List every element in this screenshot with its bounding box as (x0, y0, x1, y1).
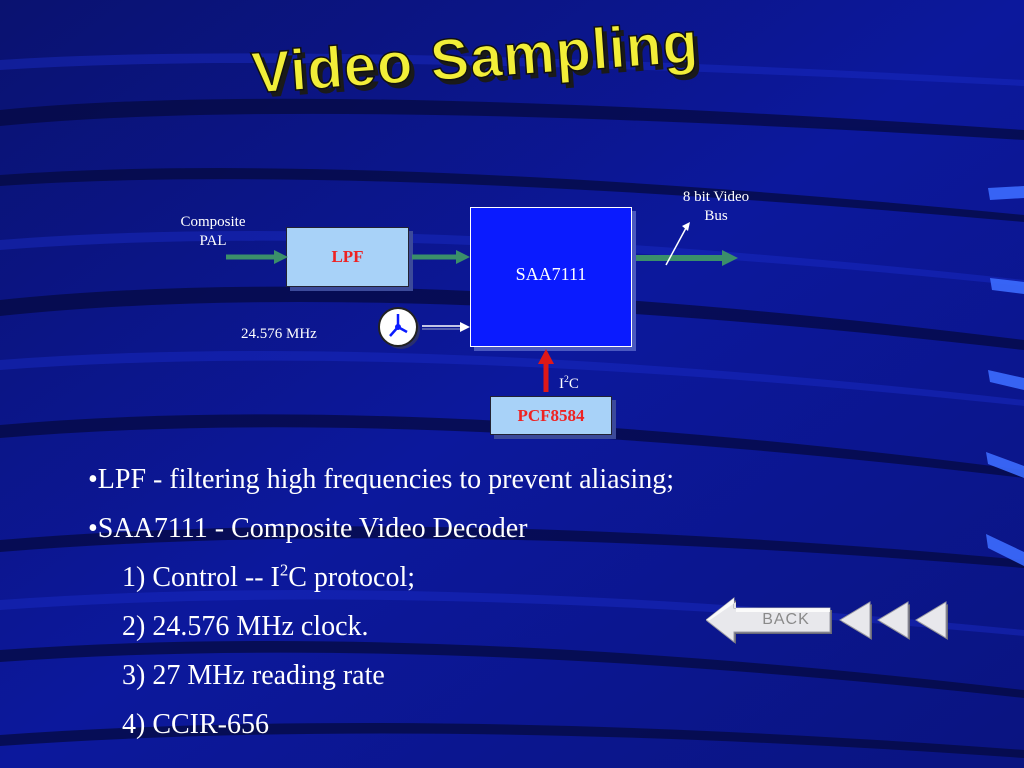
bullet-clock: 2) 24.576 MHz clock. (122, 611, 369, 642)
previous-slide-button[interactable] (838, 600, 874, 642)
previous-section-button[interactable] (876, 600, 912, 642)
prev-arrow-icon (839, 601, 872, 640)
decoder-block: SAA7111 (470, 207, 632, 347)
prev-arrow-icon (877, 601, 910, 640)
prev-arrow-icon (915, 601, 948, 640)
back-button[interactable]: BACK (705, 596, 836, 646)
back-button-label: BACK (762, 611, 810, 628)
back-arrow-icon (705, 596, 832, 644)
first-slide-button[interactable] (914, 600, 950, 642)
decoder-label: SAA7111 (515, 263, 587, 284)
bullet-list: •LPF - filtering high frequencies to pre… (88, 460, 674, 754)
slide-navigation: BACK (705, 596, 952, 646)
bullet-control: 1) Control -- I2C protocol; (122, 560, 416, 593)
lpf-label: LPF (331, 247, 364, 266)
bullet-lpf: •LPF - filtering high frequencies to pre… (88, 464, 674, 495)
i2c-label: I2C (559, 374, 579, 392)
controller-block: PCF8584 (490, 396, 612, 435)
lpf-block: LPF (286, 227, 409, 287)
bullet-ccir: 4) CCIR-656 (122, 709, 269, 740)
controller-label: PCF8584 (517, 405, 585, 425)
bullet-reading-rate: 3) 27 MHz reading rate (122, 660, 385, 691)
clock-frequency-label: 24.576 MHz (241, 326, 317, 342)
input-label: Composite PAL (180, 214, 246, 249)
bus-label: 8 bit Video Bus (682, 189, 750, 224)
bullet-saa7111: •SAA7111 - Composite Video Decoder (88, 513, 528, 544)
clock-icon (378, 307, 420, 349)
